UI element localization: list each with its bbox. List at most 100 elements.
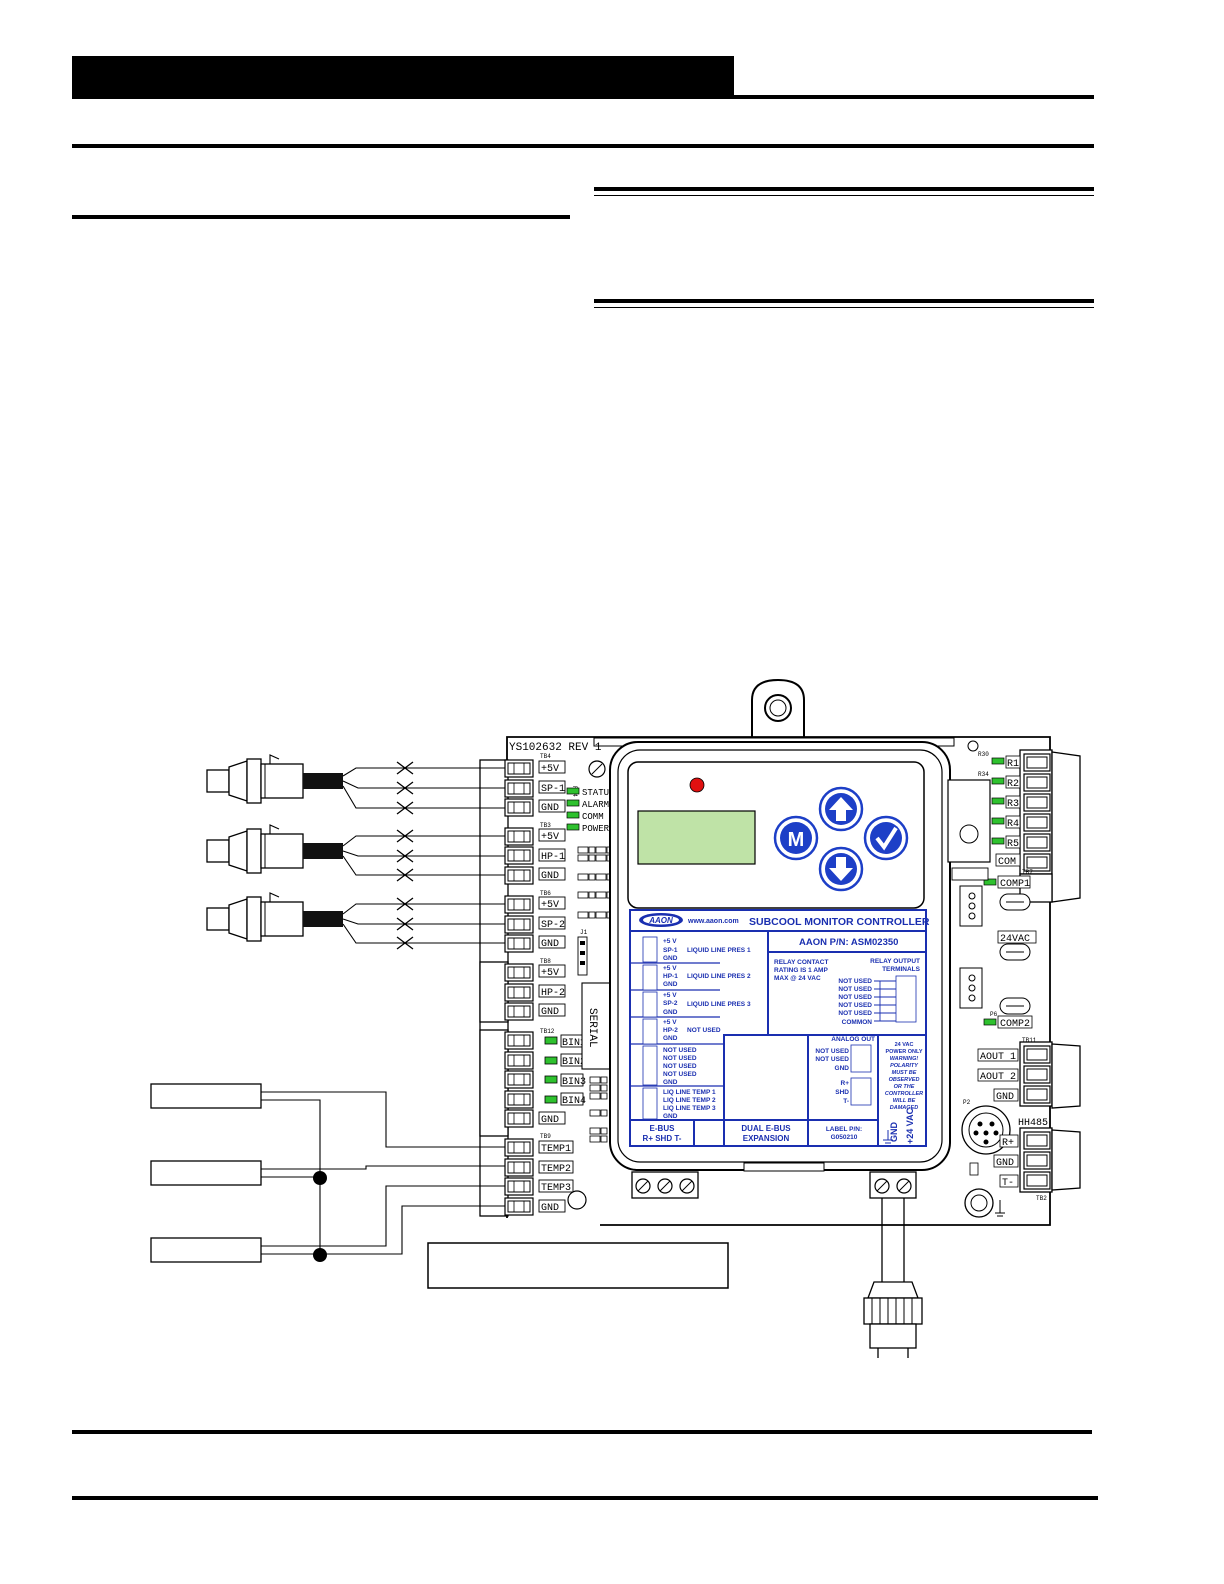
- aout2-label: AOUT 2: [980, 1072, 1016, 1083]
- input4-desc: NOT USED: [687, 1027, 721, 1034]
- tb4-pin-1: +5V: [541, 764, 559, 775]
- r34-id: R34: [978, 771, 989, 778]
- tb9-id: TB9: [540, 1133, 551, 1140]
- svg-text:DAMAGED: DAMAGED: [890, 1105, 918, 1111]
- input2-pin2: HP-1: [663, 973, 678, 980]
- down-arrow-button[interactable]: [818, 846, 864, 892]
- tb2-id: TB2: [1036, 1195, 1047, 1202]
- analog-out-title: ANALOG OUT: [831, 1036, 875, 1043]
- svg-text:OR THE: OR THE: [894, 1084, 915, 1090]
- r30-id: R30: [978, 751, 989, 758]
- relay-r1: R1: [1007, 759, 1019, 770]
- relay-output-title-1: RELAY OUTPUT: [870, 958, 920, 965]
- ground-icon: [883, 1130, 893, 1147]
- relay-note-2: RATING IS 1 AMP: [774, 967, 828, 974]
- wire-junction-1: [313, 1171, 327, 1185]
- up-arrow-button[interactable]: [818, 786, 864, 832]
- aout1-label: AOUT 1: [980, 1052, 1016, 1063]
- comm-pin-t: T-: [843, 1098, 849, 1105]
- tb9-pin-4: GND: [541, 1203, 559, 1214]
- input2-pin1: +5 V: [663, 965, 677, 972]
- temp-input-2: LIQ LINE TEMP 2: [663, 1097, 716, 1104]
- status-leds: R14 STATUS ALARM COMM POWER: [566, 760, 614, 834]
- tb8-pin-1: +5V: [541, 968, 559, 979]
- input4-pin3: GND: [663, 1035, 678, 1042]
- tb3-pin-3: GND: [541, 871, 559, 882]
- bin-leds: [544, 1036, 558, 1104]
- tb6-pin-1: +5V: [541, 900, 559, 911]
- input2-pin3: GND: [663, 981, 678, 988]
- input3-pin3: GND: [663, 1009, 678, 1016]
- relay-note-3: MAX @ 24 VAC: [774, 975, 821, 982]
- mode-button[interactable]: M: [773, 815, 819, 861]
- svg-text:CONTROLLER: CONTROLLER: [885, 1091, 923, 1097]
- input3-pin2: SP-2: [663, 1000, 678, 1007]
- comm-pin-r: R+: [841, 1080, 850, 1087]
- caption-box: [427, 1242, 729, 1289]
- tb11-id: TB11: [1022, 1037, 1037, 1044]
- analog-out-gnd: GND: [835, 1065, 850, 1072]
- comm-led-label: COMM: [582, 812, 604, 822]
- relay-components: [947, 779, 1031, 1015]
- power-warning: 24 VAC POWER ONLY WARNING! POLARITY MUST…: [885, 1042, 923, 1111]
- relay-r2: R2: [1007, 779, 1019, 790]
- tb9-pin-3: TEMP3: [541, 1183, 571, 1194]
- tb12-pin-2: BIN2: [562, 1057, 586, 1068]
- input1-pin1: +5 V: [663, 938, 677, 945]
- input1-pin2: SP-1: [663, 947, 678, 954]
- relay-output-common: COMMON: [842, 1019, 873, 1026]
- tb4-pin-2: SP-1: [541, 784, 565, 795]
- temperature-sensor-3: [150, 1237, 262, 1263]
- tb7-id: TB7: [1022, 869, 1033, 876]
- tb12-pin-1: BIN1: [562, 1038, 586, 1049]
- tb6-pin-3: GND: [541, 939, 559, 950]
- svg-text:WARNING!: WARNING!: [890, 1056, 919, 1062]
- label-pn-title: LABEL P/N:: [826, 1126, 862, 1133]
- relay-output-2: NOT USED: [838, 986, 872, 993]
- relay-r3: R3: [1007, 799, 1019, 810]
- hh485-port: P2 HH485: [961, 1099, 1048, 1155]
- pressure-transducer-3: [206, 892, 344, 942]
- ebus-pins: R+ SHD T-: [643, 1134, 682, 1143]
- alarm-led: [689, 777, 705, 793]
- part-number: AAON P/N: ASM02350: [799, 937, 898, 948]
- ebus-terminal: [631, 1171, 699, 1199]
- pressure-transducer-2: [206, 824, 344, 874]
- serial-label: SERIAL: [586, 1008, 598, 1048]
- input2-desc: LIQUID LINE PRES 2: [687, 973, 751, 980]
- analog-out-2: NOT USED: [815, 1056, 849, 1063]
- note-box-top-rule-thin: [594, 195, 1094, 196]
- hh485-pin-gnd: GND: [996, 1158, 1014, 1169]
- bin-input-4: NOT USED: [663, 1071, 697, 1078]
- aout-gnd-label: GND: [996, 1092, 1014, 1103]
- aaon-logo: AAON: [639, 913, 683, 927]
- comp2-label: COMP2: [1000, 1019, 1030, 1030]
- tb8-pin-3: GND: [541, 1007, 559, 1018]
- wire-junction-2: [313, 1248, 327, 1262]
- mode-button-label: M: [788, 829, 805, 851]
- relay-output-3: NOT USED: [838, 994, 872, 1001]
- power-led-label: POWER: [582, 824, 610, 834]
- status-led-label: STATUS: [582, 788, 614, 798]
- dual-ebus-title: DUAL E-BUS: [741, 1124, 791, 1133]
- power-gnd-label: GND: [889, 1122, 899, 1143]
- brand-name: AAON: [648, 916, 673, 925]
- up-arrow-icon: [829, 797, 853, 821]
- tb3-pin-1: +5V: [541, 832, 559, 843]
- input4-pin2: HP-2: [663, 1027, 678, 1034]
- hh485-pin-r: R+: [1002, 1138, 1014, 1149]
- comm-pin-shd: SHD: [835, 1089, 849, 1096]
- temperature-sensor-2: [150, 1160, 262, 1186]
- svg-text:24 VAC: 24 VAC: [895, 1042, 914, 1048]
- top-rule: [72, 144, 1094, 148]
- input3-pin1: +5 V: [663, 992, 677, 999]
- check-button[interactable]: [863, 815, 909, 861]
- checkmark-icon: [875, 826, 898, 851]
- svg-text:POWER ONLY: POWER ONLY: [885, 1049, 922, 1055]
- dual-ebus-subtitle: EXPANSION: [743, 1134, 790, 1143]
- left-terminal-column: [479, 759, 534, 1217]
- tb3-pin-2: HP-1: [541, 852, 565, 863]
- svg-text:POLARITY: POLARITY: [890, 1063, 919, 1069]
- tb8-id: TB8: [540, 958, 551, 965]
